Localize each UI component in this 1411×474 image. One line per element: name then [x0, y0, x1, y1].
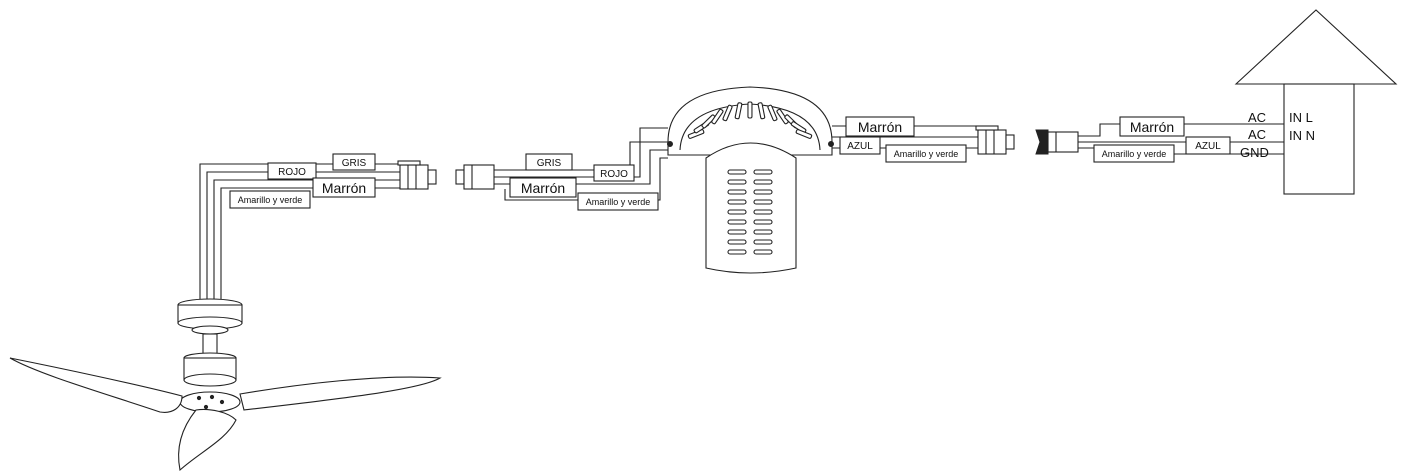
- receiver-input-labels: GRIS ROJO Marrón Amarillo y verde: [509, 153, 659, 211]
- remote-button: [727, 229, 747, 235]
- remote-button: [727, 179, 747, 185]
- remote-buttons: [727, 169, 773, 255]
- vent-slot: [767, 104, 778, 122]
- fan-label-marron: Marrón: [322, 180, 366, 196]
- remote-button: [727, 219, 747, 225]
- remote-button: [753, 249, 773, 255]
- receiver-out-label-azul: AZUL: [847, 141, 873, 152]
- vent-slot: [711, 108, 724, 125]
- fan-connector: [397, 160, 437, 190]
- mains-label-gnd: GND: [1240, 145, 1269, 160]
- ceiling-fan-illustration: [9, 163, 442, 472]
- receiver-output-labels: Marrón AZUL Amarillo y verde: [839, 116, 967, 163]
- vent-slot: [776, 108, 789, 125]
- remote-button: [753, 209, 773, 215]
- remote-button: [753, 189, 773, 195]
- fan-label-amarillo-verde: Amarillo y verde: [238, 195, 303, 205]
- fan-label-gris: GRIS: [342, 158, 367, 169]
- receiver-out-label-marron: Marrón: [858, 119, 902, 135]
- fan-wire-labels: GRIS ROJO Marrón Amarillo y verde: [229, 153, 376, 209]
- receiver-vent-slots: [687, 101, 813, 139]
- vent-slot: [734, 102, 743, 120]
- house-label-in-l: IN L: [1289, 110, 1313, 125]
- remote-button: [727, 189, 747, 195]
- mains-labels: Marrón AZUL Amarillo y verde AC AC GND: [1093, 110, 1269, 163]
- remote-button: [727, 169, 747, 175]
- vent-slot: [747, 101, 753, 119]
- vent-slot: [701, 114, 716, 129]
- receiver-unit: [667, 86, 834, 156]
- mains-label-azul: AZUL: [1195, 141, 1221, 152]
- remote-button: [727, 209, 747, 215]
- vent-slot: [790, 121, 807, 134]
- receiver-in-label-marron: Marrón: [521, 180, 565, 196]
- mains-connector: [1035, 129, 1079, 155]
- remote-button: [753, 169, 773, 175]
- receiver-input-connector: [455, 164, 495, 190]
- mains-label-marron: Marrón: [1130, 119, 1174, 135]
- receiver-in-label-gris: GRIS: [537, 158, 562, 169]
- remote-control: [705, 142, 797, 274]
- remote-button: [753, 229, 773, 235]
- mains-label-ac-n: AC: [1248, 127, 1266, 142]
- mains-label-amarillo-verde: Amarillo y verde: [1102, 149, 1167, 159]
- vent-slot: [757, 102, 766, 120]
- house-power-source-icon: IN L IN N: [1234, 9, 1398, 195]
- vent-slot: [722, 104, 733, 122]
- remote-button: [727, 199, 747, 205]
- mains-label-ac-l: AC: [1248, 110, 1266, 125]
- vent-slot: [795, 129, 813, 139]
- fan-label-rojo: ROJO: [278, 167, 306, 178]
- remote-button: [727, 249, 747, 255]
- remote-button: [727, 239, 747, 245]
- receiver-in-label-rojo: ROJO: [600, 169, 628, 180]
- remote-button: [753, 219, 773, 225]
- remote-button: [753, 179, 773, 185]
- receiver-output-connector: [975, 125, 1015, 155]
- receiver-in-label-amarillo-verde: Amarillo y verde: [586, 197, 651, 207]
- remote-button: [753, 199, 773, 205]
- receiver-out-label-amarillo-verde: Amarillo y verde: [894, 149, 959, 159]
- remote-button: [753, 239, 773, 245]
- house-label-in-n: IN N: [1289, 128, 1315, 143]
